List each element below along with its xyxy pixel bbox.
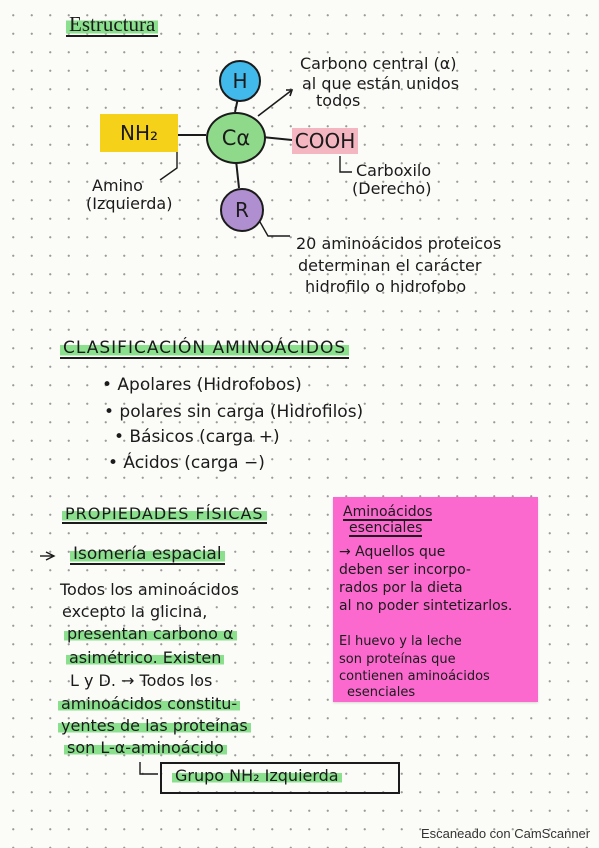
r-group-circle: R [220, 188, 264, 232]
central-note-line2: al que están unidos [302, 74, 460, 93]
structure-title: Estructura [66, 14, 159, 37]
classification-item-polares: • polares sin carga (Hidrofilos) [104, 402, 364, 422]
properties-line-5: L y D. → Todos los [70, 671, 213, 690]
r-note-line3: hidrofilo o hidrofobo [305, 277, 467, 296]
classification-item-basicos: • Básicos (carga +) [114, 427, 280, 447]
properties-line-2: excepto la glicina, [62, 602, 208, 621]
properties-line-8: son L-α-aminoácido [64, 740, 227, 756]
r-note-line1: 20 aminoácidos proteicos [296, 234, 502, 253]
carboxilo-note-line1: Carboxilo [356, 161, 432, 180]
properties-line-4: asimétrico. Existen [66, 650, 225, 666]
boxed-note: Grupo NH₂ Izquierda [172, 768, 342, 784]
properties-line-3: presentan carbono α [64, 626, 237, 642]
properties-subtitle: Isomería espacial [70, 546, 225, 565]
properties-line-6: aminoácidos constitu- [58, 696, 241, 712]
carboxyl-group-label: COOH [292, 128, 358, 154]
sticky-line2-1: El huevo y la leche [339, 634, 462, 649]
hydrogen-circle: H [219, 60, 261, 102]
alpha-carbon-circle: Cα [206, 112, 266, 164]
sticky-title-line2: esenciales [349, 520, 423, 537]
sticky-line2-4: esenciales [347, 685, 416, 700]
sticky-line-3: rados por la dieta [339, 580, 463, 596]
amino-note-line1: Amino [92, 176, 143, 195]
sticky-line2-2: son proteínas que [339, 652, 456, 667]
amino-group-label: NH₂ [100, 114, 178, 152]
sticky-line2-3: contienen aminoácidos [339, 669, 490, 684]
central-note-line1: Carbono central (α) [300, 54, 457, 73]
carboxilo-note-line2: (Derecho) [352, 179, 432, 198]
sticky-note: Aminoácidos esenciales → Aquellos que de… [333, 497, 538, 702]
nh2-left-box [160, 762, 400, 794]
properties-line-1: Todos los aminoácidos [60, 580, 239, 599]
r-note-line2: determinan el carácter [298, 256, 482, 275]
properties-title: PROPIEDADES FÍSICAS [62, 506, 267, 524]
classification-item-acidos: • Ácidos (carga −) [108, 453, 265, 473]
amino-note-line2: (Izquierda) [86, 194, 173, 213]
classification-item-apolares: • Apolares (Hidrofobos) [102, 375, 302, 395]
sticky-line-4: al no poder sintetizarlos. [339, 598, 513, 614]
sticky-line-2: deben ser incorpo- [339, 562, 471, 578]
sticky-line-1: → Aquellos que [339, 544, 446, 560]
central-note-line3: todos [316, 91, 361, 110]
sticky-title-line1: Aminoácidos [343, 504, 433, 521]
classification-title: CLASIFICACIÓN AMINOÁCIDOS [60, 340, 350, 359]
camscanner-footer: Escaneado con CamScanner [421, 826, 591, 841]
properties-line-7: yentes de las proteínas [58, 718, 251, 734]
